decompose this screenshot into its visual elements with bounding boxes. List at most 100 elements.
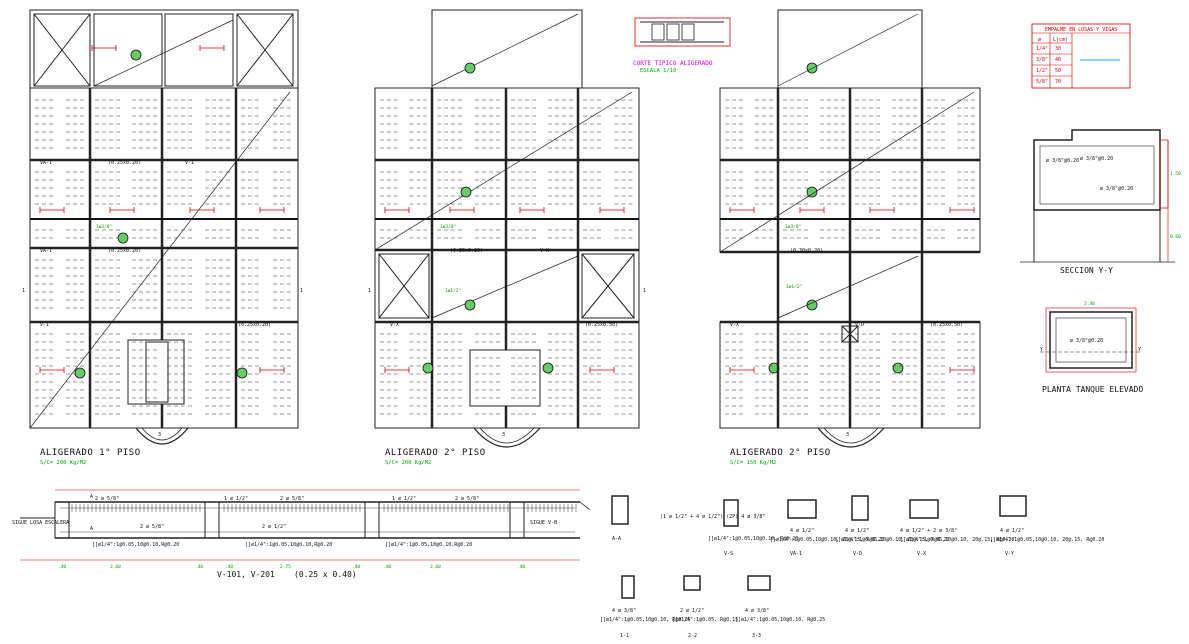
section-bars: 4 ø 1/2" xyxy=(845,528,869,534)
viga-note: SIGUE LOSA ESCALERA xyxy=(12,520,69,526)
beam-label: VA-1 xyxy=(40,160,52,166)
marker-circle xyxy=(892,362,904,374)
viga-short: .40 xyxy=(383,564,391,570)
section-stir: []ø1/4":1@0.05,10@0.10, R@0.20 xyxy=(708,536,798,542)
viga-bar: 2 ø 1/2" xyxy=(262,524,286,530)
beam-label: (0.25x0.20) xyxy=(108,248,141,254)
marker-circle xyxy=(806,186,818,198)
viga-bar: 1 ø 1/2" xyxy=(224,496,248,502)
beam-label: (0.25x0.50) xyxy=(585,322,618,328)
section-bars: 2 ø 1/2" xyxy=(680,608,704,614)
empalme-length: 70 xyxy=(1055,79,1061,85)
marker-circle xyxy=(542,362,554,374)
beam-label: V-1 xyxy=(185,160,194,166)
beam-label: V-1 xyxy=(40,322,49,328)
beam-label: V-X xyxy=(540,248,549,254)
viga-stirrups: []ø1/4":1@0.05,10@0.10,R@0.20 xyxy=(245,542,332,548)
section-3-3: 4 ø 3/8" []ø1/4":1@0.05,10@0.10, R@0.25 … xyxy=(735,575,825,639)
empalme-diam: 3/8" xyxy=(1036,57,1048,63)
marker-circle xyxy=(130,49,142,61)
beam-label: V-X xyxy=(390,322,399,328)
viga-short: .40 xyxy=(352,564,360,570)
section-name: V-S xyxy=(724,551,733,557)
plan-title: ALIGERADO 1° PISO xyxy=(40,448,141,458)
empalme-diam: 1/4" xyxy=(1036,46,1048,52)
beam-label: (0.25x0.20) xyxy=(108,160,141,166)
section-stir: []ø1/4":1@0.05, R@0.15 xyxy=(672,617,738,623)
plan-3-slab-hatching xyxy=(725,99,975,415)
empalme-length: 30 xyxy=(1055,46,1061,52)
seccion-yy: ø 3/8"@0.20 ø 3/8"@0.20 ø 3/8"@0.20 1.50… xyxy=(1020,129,1181,275)
section-name: VA-1 xyxy=(790,551,802,557)
section-name: A-A xyxy=(612,536,621,542)
seccion-note: ø 3/8"@0.20 xyxy=(1046,158,1079,164)
beam-sections: A-A (1 ø 1/2" + 4 ø 1/2") (2P) 4 ø 3/8" … xyxy=(600,495,1104,639)
tanque-axis: Y xyxy=(1040,347,1043,353)
section-bars: 4 ø 1/2" xyxy=(790,528,814,534)
section-2-2: 2 ø 1/2" []ø1/4":1@0.05, R@0.15 2-2 xyxy=(672,575,738,639)
marker-circle xyxy=(806,62,818,74)
plan-2-slab-hatching xyxy=(39,45,975,415)
section-bars: 4 ø 3/8" xyxy=(612,608,636,614)
marker-circle xyxy=(464,62,476,74)
plan-aligerado-1-piso xyxy=(29,9,299,445)
section-stir: []ø1/4":1@0.05,10@0.10, 20@.15, R@0.20 xyxy=(900,537,1014,543)
tanque-title: PLANTA TANQUE ELEVADO xyxy=(1042,385,1143,394)
section-vx: 4 ø 1/2" + 2 ø 3/8" []ø1/4":1@0.05,10@0.… xyxy=(900,499,1014,557)
section-bars: 4 ø 3/8" xyxy=(745,608,769,614)
viga-elevation: SIGUE LOSA ESCALERA SIGUE V-B []ø1/4":1@… xyxy=(12,489,591,579)
marker-circle xyxy=(236,367,248,379)
marker-circle xyxy=(464,299,476,311)
viga-size: (0.25 x 0.40) xyxy=(294,570,357,579)
empalmes-table: EMPALME EN LOSAS Y VIGAS ø L(cm) 1/4"303… xyxy=(1031,23,1131,89)
section-name: 3-3 xyxy=(752,633,761,639)
viga-short: .40 xyxy=(225,564,233,570)
section-1-1: 4 ø 3/8" []ø1/4":1@0.05,10@0.10, R@0.25 … xyxy=(600,575,690,639)
plan-beam-labels: VA-1 (0.25x0.20) V-1 VA-1 (0.25x0.20) V-… xyxy=(22,160,963,438)
section-name: 1-1 xyxy=(620,633,629,639)
rebar-label: 1ø1/2" xyxy=(786,284,802,290)
section-vs: (1 ø 1/2" + 4 ø 1/2") (2P) 4 ø 3/8" []ø1… xyxy=(660,499,798,557)
rebar-label: 1ø3/8" xyxy=(785,224,801,230)
section-bars: 4 ø 1/2" + 2 ø 3/8" xyxy=(900,528,957,534)
rebar-label: 1ø3/8" xyxy=(440,224,456,230)
axis-label: 3 xyxy=(846,432,849,438)
plan-subtitle: S/C= 150 Kg/M2 xyxy=(730,460,776,466)
section-stir: []ø1/4":1@0.05,10@0.10, 20@.15, R@0.20 xyxy=(770,537,884,543)
viga-short: .40 xyxy=(58,564,66,570)
plan-title: ALIGERADO 2° PISO xyxy=(385,448,486,458)
seccion-dim: 0.60 xyxy=(1170,234,1181,240)
section-bars: 4 ø 1/2" xyxy=(1000,528,1024,534)
section-stir: []ø1/4":1@0.05,10@0.10, 20@.15, R@0.20 xyxy=(835,537,949,543)
tanque-note: ø 3/8"@0.20 xyxy=(1070,338,1103,344)
axis-label: 1 xyxy=(643,288,646,294)
viga-short: .40 xyxy=(195,564,203,570)
section-name: V-D xyxy=(853,551,862,557)
empalmes-header: EMPALME EN LOSAS Y VIGAS xyxy=(1045,27,1117,33)
empalme-diam: 5/8" xyxy=(1036,79,1048,85)
rebar-label: 1ø3/8" xyxy=(96,224,112,230)
corte-title: CORTE TIPICO ALIGERADO xyxy=(633,60,713,67)
planta-tanque: 2.40 ø 3/8"@0.20 Y Y PLANTA TANQUE ELEVA… xyxy=(1040,301,1143,394)
viga-bar: 2 ø 5/8" xyxy=(280,496,304,502)
viga-bar: 1 ø 1/2" xyxy=(392,496,416,502)
section-name: V-X xyxy=(917,551,926,557)
seccion-note: ø 3/8"@0.20 xyxy=(1100,186,1133,192)
empalme-diam: 1/2" xyxy=(1036,68,1048,74)
section-pre: (1 ø 1/2" + 4 ø 1/2") (2P) 4 ø 3/8" xyxy=(660,514,765,520)
rebar-label: 1ø1/2" xyxy=(445,288,461,294)
beam-label: V-D xyxy=(855,322,864,328)
viga-bar: 2 ø 5/8" xyxy=(140,524,164,530)
viga-short: .40 xyxy=(517,564,525,570)
section-stir: []ø1/4":1@0.05,10@0.10, R@0.25 xyxy=(600,617,690,623)
plan-titles: ALIGERADO 1° PISO S/C= 200 Kg/M2 ALIGERA… xyxy=(40,448,830,466)
section-vd: 4 ø 1/2" []ø1/4":1@0.05,10@0.10, 20@.15,… xyxy=(835,495,949,557)
plan-aligerado-2-piso xyxy=(374,9,640,448)
section-vy: 4 ø 1/2" []ø1/4":1@0.05,10@0.10, 20@.15,… xyxy=(990,495,1104,557)
plan-1-slab-hatching xyxy=(35,99,293,415)
viga-sec-mark: A xyxy=(90,526,93,532)
viga-caption: V-101, V-201 xyxy=(217,570,275,579)
empalme-length: 40 xyxy=(1055,57,1061,63)
viga-note: SIGUE V-B xyxy=(530,520,557,526)
section-stir: []ø1/4":1@0.05,10@0.10, R@0.25 xyxy=(735,617,825,623)
